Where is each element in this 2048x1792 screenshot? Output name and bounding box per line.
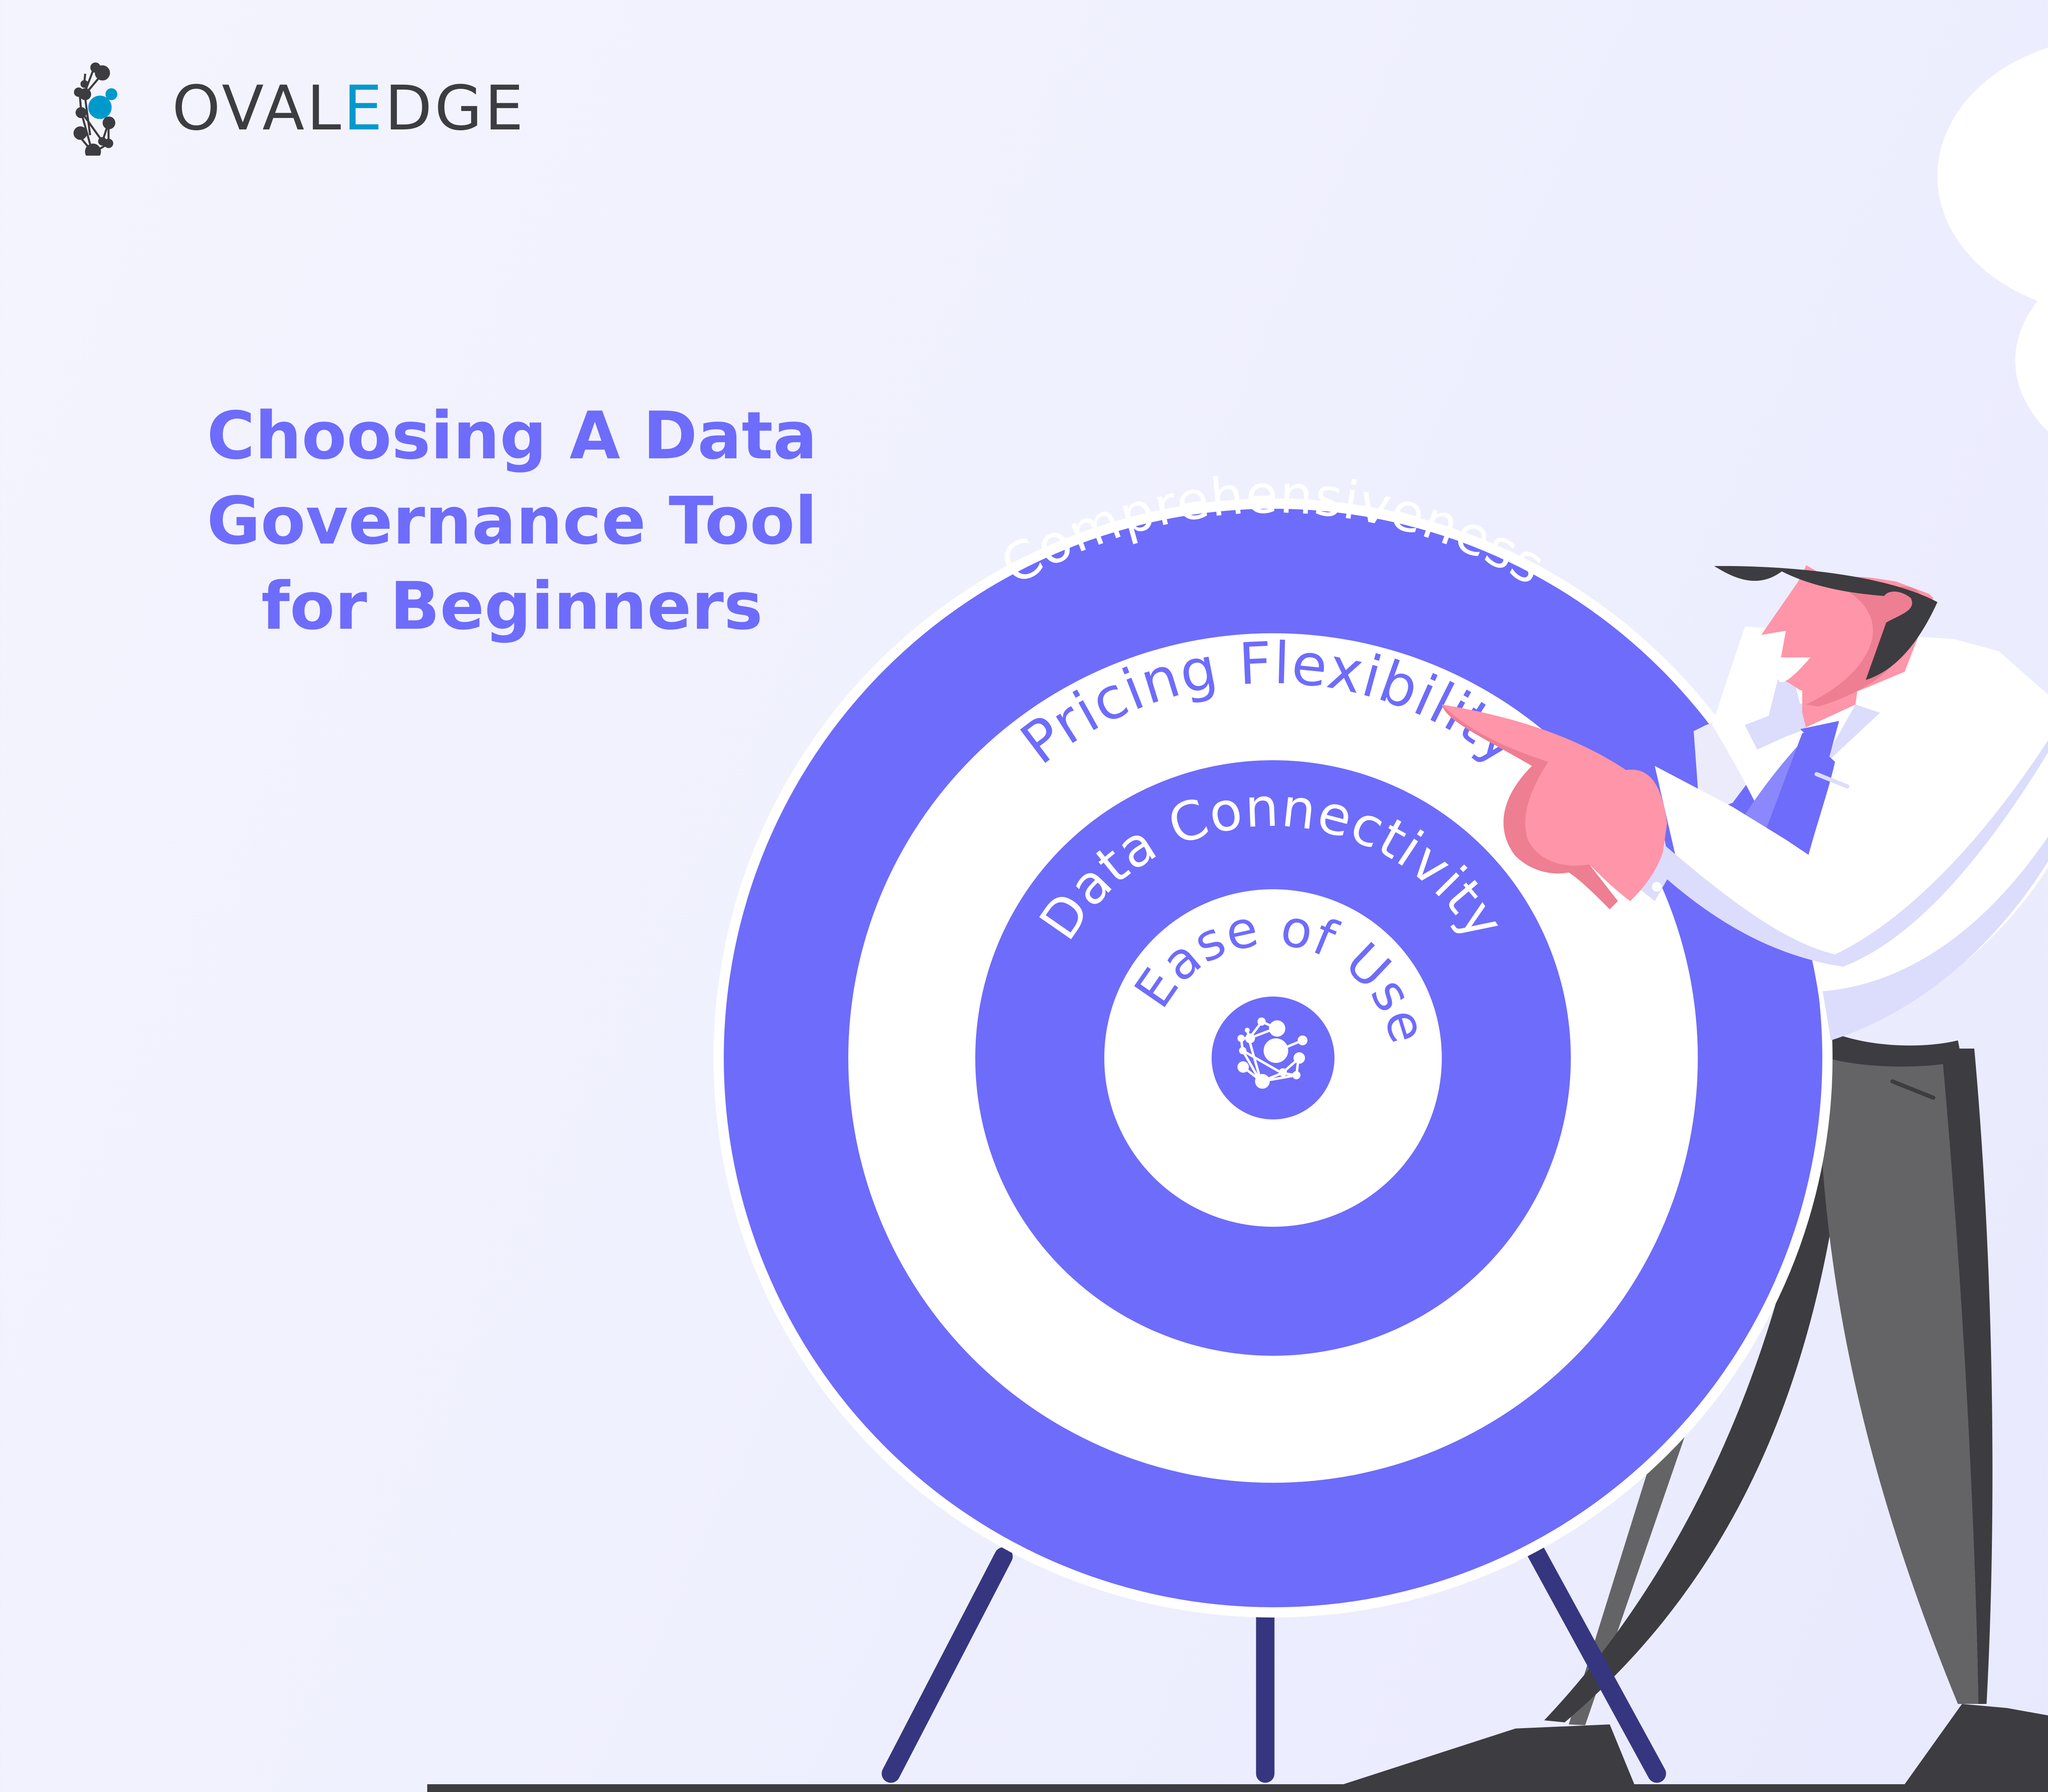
brand-wordmark: OVALEDGE (172, 73, 526, 144)
person (1442, 565, 2048, 1040)
person-legs (1343, 1028, 2048, 1784)
title-line-2: Governance Tool (206, 483, 818, 559)
left-shoe (1343, 1724, 1634, 1784)
floor-line (427, 1784, 2048, 1792)
page-title: Choosing A Data Governance Tool for Begi… (164, 393, 860, 649)
target: Comprehensiveness Pricing Flexibility Da… (714, 464, 1833, 1618)
brand-logo: OVALEDGE (61, 61, 526, 156)
network-nodes-icon (73, 62, 118, 156)
thought-bubble (1937, 48, 2048, 432)
network-nodes-icon (1237, 1017, 1307, 1089)
title-line-1: Choosing A Data (206, 397, 818, 474)
target-stand (881, 1543, 1666, 1783)
right-shoe (1905, 1704, 2048, 1784)
title-line-3: for Beginners (261, 568, 763, 644)
